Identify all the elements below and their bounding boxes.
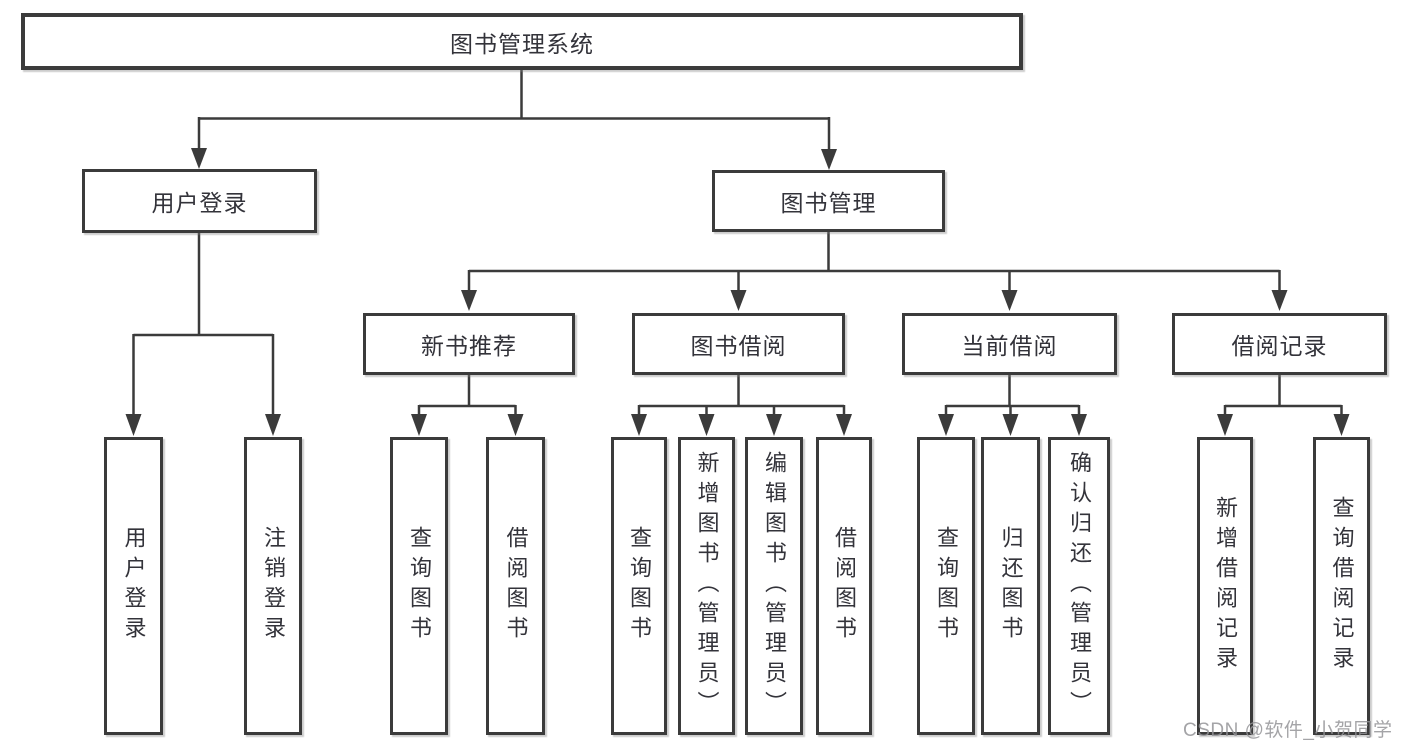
connector-paths	[132, 69, 1343, 417]
node-user-login: 用户登录	[82, 169, 317, 233]
leaf-newbook-query-label: 查询图书	[407, 526, 432, 646]
leaf-newbook-borrow-label: 借阅图书	[503, 526, 529, 646]
leaf-current-confirm: 确认归还（管理员）	[1048, 437, 1110, 735]
leaf-borrow-query: 查询图书	[611, 437, 667, 735]
leaf-records-query-label: 查询借阅记录	[1329, 496, 1355, 676]
leaf-records-add: 新增借阅记录	[1197, 437, 1253, 735]
leaf-user-login-label: 用户登录	[121, 526, 147, 646]
node-current-borrow: 当前借阅	[902, 313, 1117, 375]
node-current-borrow-label: 当前借阅	[961, 333, 1058, 359]
leaf-current-return: 归还图书	[981, 437, 1040, 735]
node-root-label: 图书管理系统	[450, 30, 594, 57]
node-book-borrow: 图书借阅	[632, 313, 845, 375]
leaf-borrow-add-label: 新增图书（管理员）	[694, 451, 720, 721]
leaf-borrow-borrow: 借阅图书	[816, 437, 872, 735]
node-new-book-rec-label: 新书推荐	[421, 333, 517, 359]
leaf-records-add-label: 新增借阅记录	[1213, 496, 1238, 676]
leaf-borrow-add: 新增图书（管理员）	[678, 437, 735, 735]
leaf-logout-label: 注销登录	[261, 526, 286, 646]
leaf-logout: 注销登录	[244, 437, 302, 735]
leaf-current-return-label: 归还图书	[998, 526, 1024, 646]
leaf-newbook-borrow: 借阅图书	[486, 437, 545, 735]
node-book-mgmt: 图书管理	[712, 170, 945, 232]
leaf-current-query: 查询图书	[917, 437, 975, 735]
leaf-borrow-borrow-label: 借阅图书	[832, 526, 857, 646]
node-new-book-rec: 新书推荐	[363, 313, 575, 375]
leaf-borrow-edit-label: 编辑图书（管理员）	[762, 451, 787, 721]
node-book-mgmt-label: 图书管理	[780, 190, 877, 216]
node-book-borrow-label: 图书借阅	[690, 333, 787, 359]
leaf-borrow-query-label: 查询图书	[627, 526, 652, 646]
node-user-login-label: 用户登录	[151, 190, 248, 216]
leaf-newbook-query: 查询图书	[390, 437, 448, 735]
watermark-text: CSDN @软件_小贺同学	[1183, 720, 1393, 741]
node-borrow-records-label: 借阅记录	[1231, 333, 1328, 359]
leaf-user-login: 用户登录	[104, 437, 163, 735]
leaf-borrow-edit: 编辑图书（管理员）	[745, 437, 803, 735]
leaf-records-query: 查询借阅记录	[1313, 437, 1370, 735]
arrowheads	[125, 148, 1350, 436]
leaf-current-confirm-label: 确认归还（管理员）	[1067, 451, 1092, 721]
node-borrow-records: 借阅记录	[1172, 313, 1387, 375]
leaf-current-query-label: 查询图书	[934, 526, 959, 646]
node-root: 图书管理系统	[21, 13, 1023, 70]
